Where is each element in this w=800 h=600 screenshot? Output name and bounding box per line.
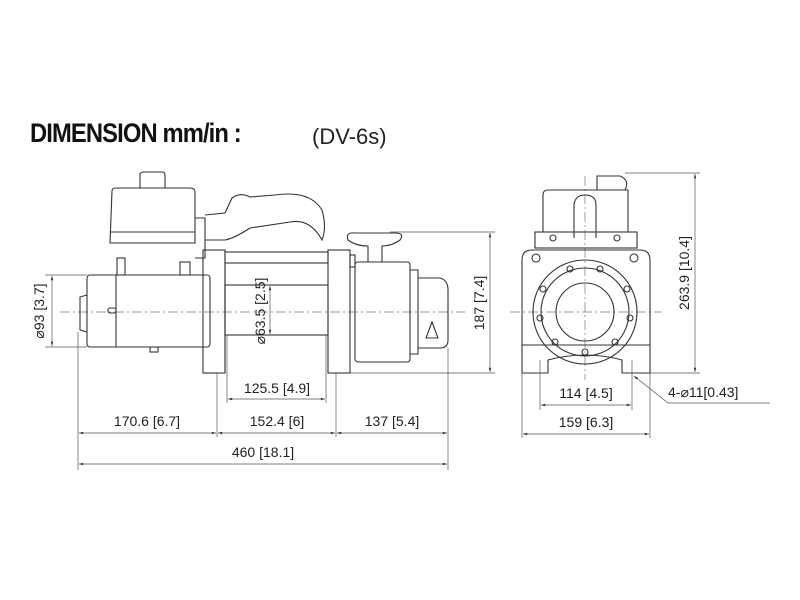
front-view <box>510 175 662 380</box>
drum-diameter-label: ⌀63.5 [2.5] <box>252 278 268 345</box>
mount-holes-label: 4-⌀11[0.43] <box>668 384 738 400</box>
overall-length-label: 460 [18.1] <box>232 444 294 460</box>
motor-diameter-label: ⌀93 [3.7] <box>31 283 47 338</box>
motor-section-label: 170.6 [6.7] <box>114 413 180 429</box>
gearbox-section-label: 137 [5.4] <box>365 413 420 429</box>
front-height-label: 263.9 [10.4] <box>676 236 692 310</box>
side-view <box>60 171 465 374</box>
drum-section-label: 152.4 [6] <box>250 413 305 429</box>
bolt-spacing-label: 114 [4.5] <box>559 385 612 401</box>
front-dimensions: 263.9 [10.4] 114 [4.5] 159 [6.3] 4-⌀11[0… <box>521 172 770 438</box>
drum-length-label: 125.5 [4.9] <box>244 380 310 396</box>
side-dimensions: ⌀93 [3.7] ⌀63.5 [2.5] 187 [7.4] 125.5 [4… <box>31 231 495 470</box>
bolt-icons <box>531 234 639 356</box>
diagram-title: DIMENSION mm/in : <box>30 118 242 148</box>
width-label: 159 [6.3] <box>559 414 614 430</box>
side-height-label: 187 [7.4] <box>471 276 487 331</box>
model-name: (DV-6s) <box>312 124 387 149</box>
